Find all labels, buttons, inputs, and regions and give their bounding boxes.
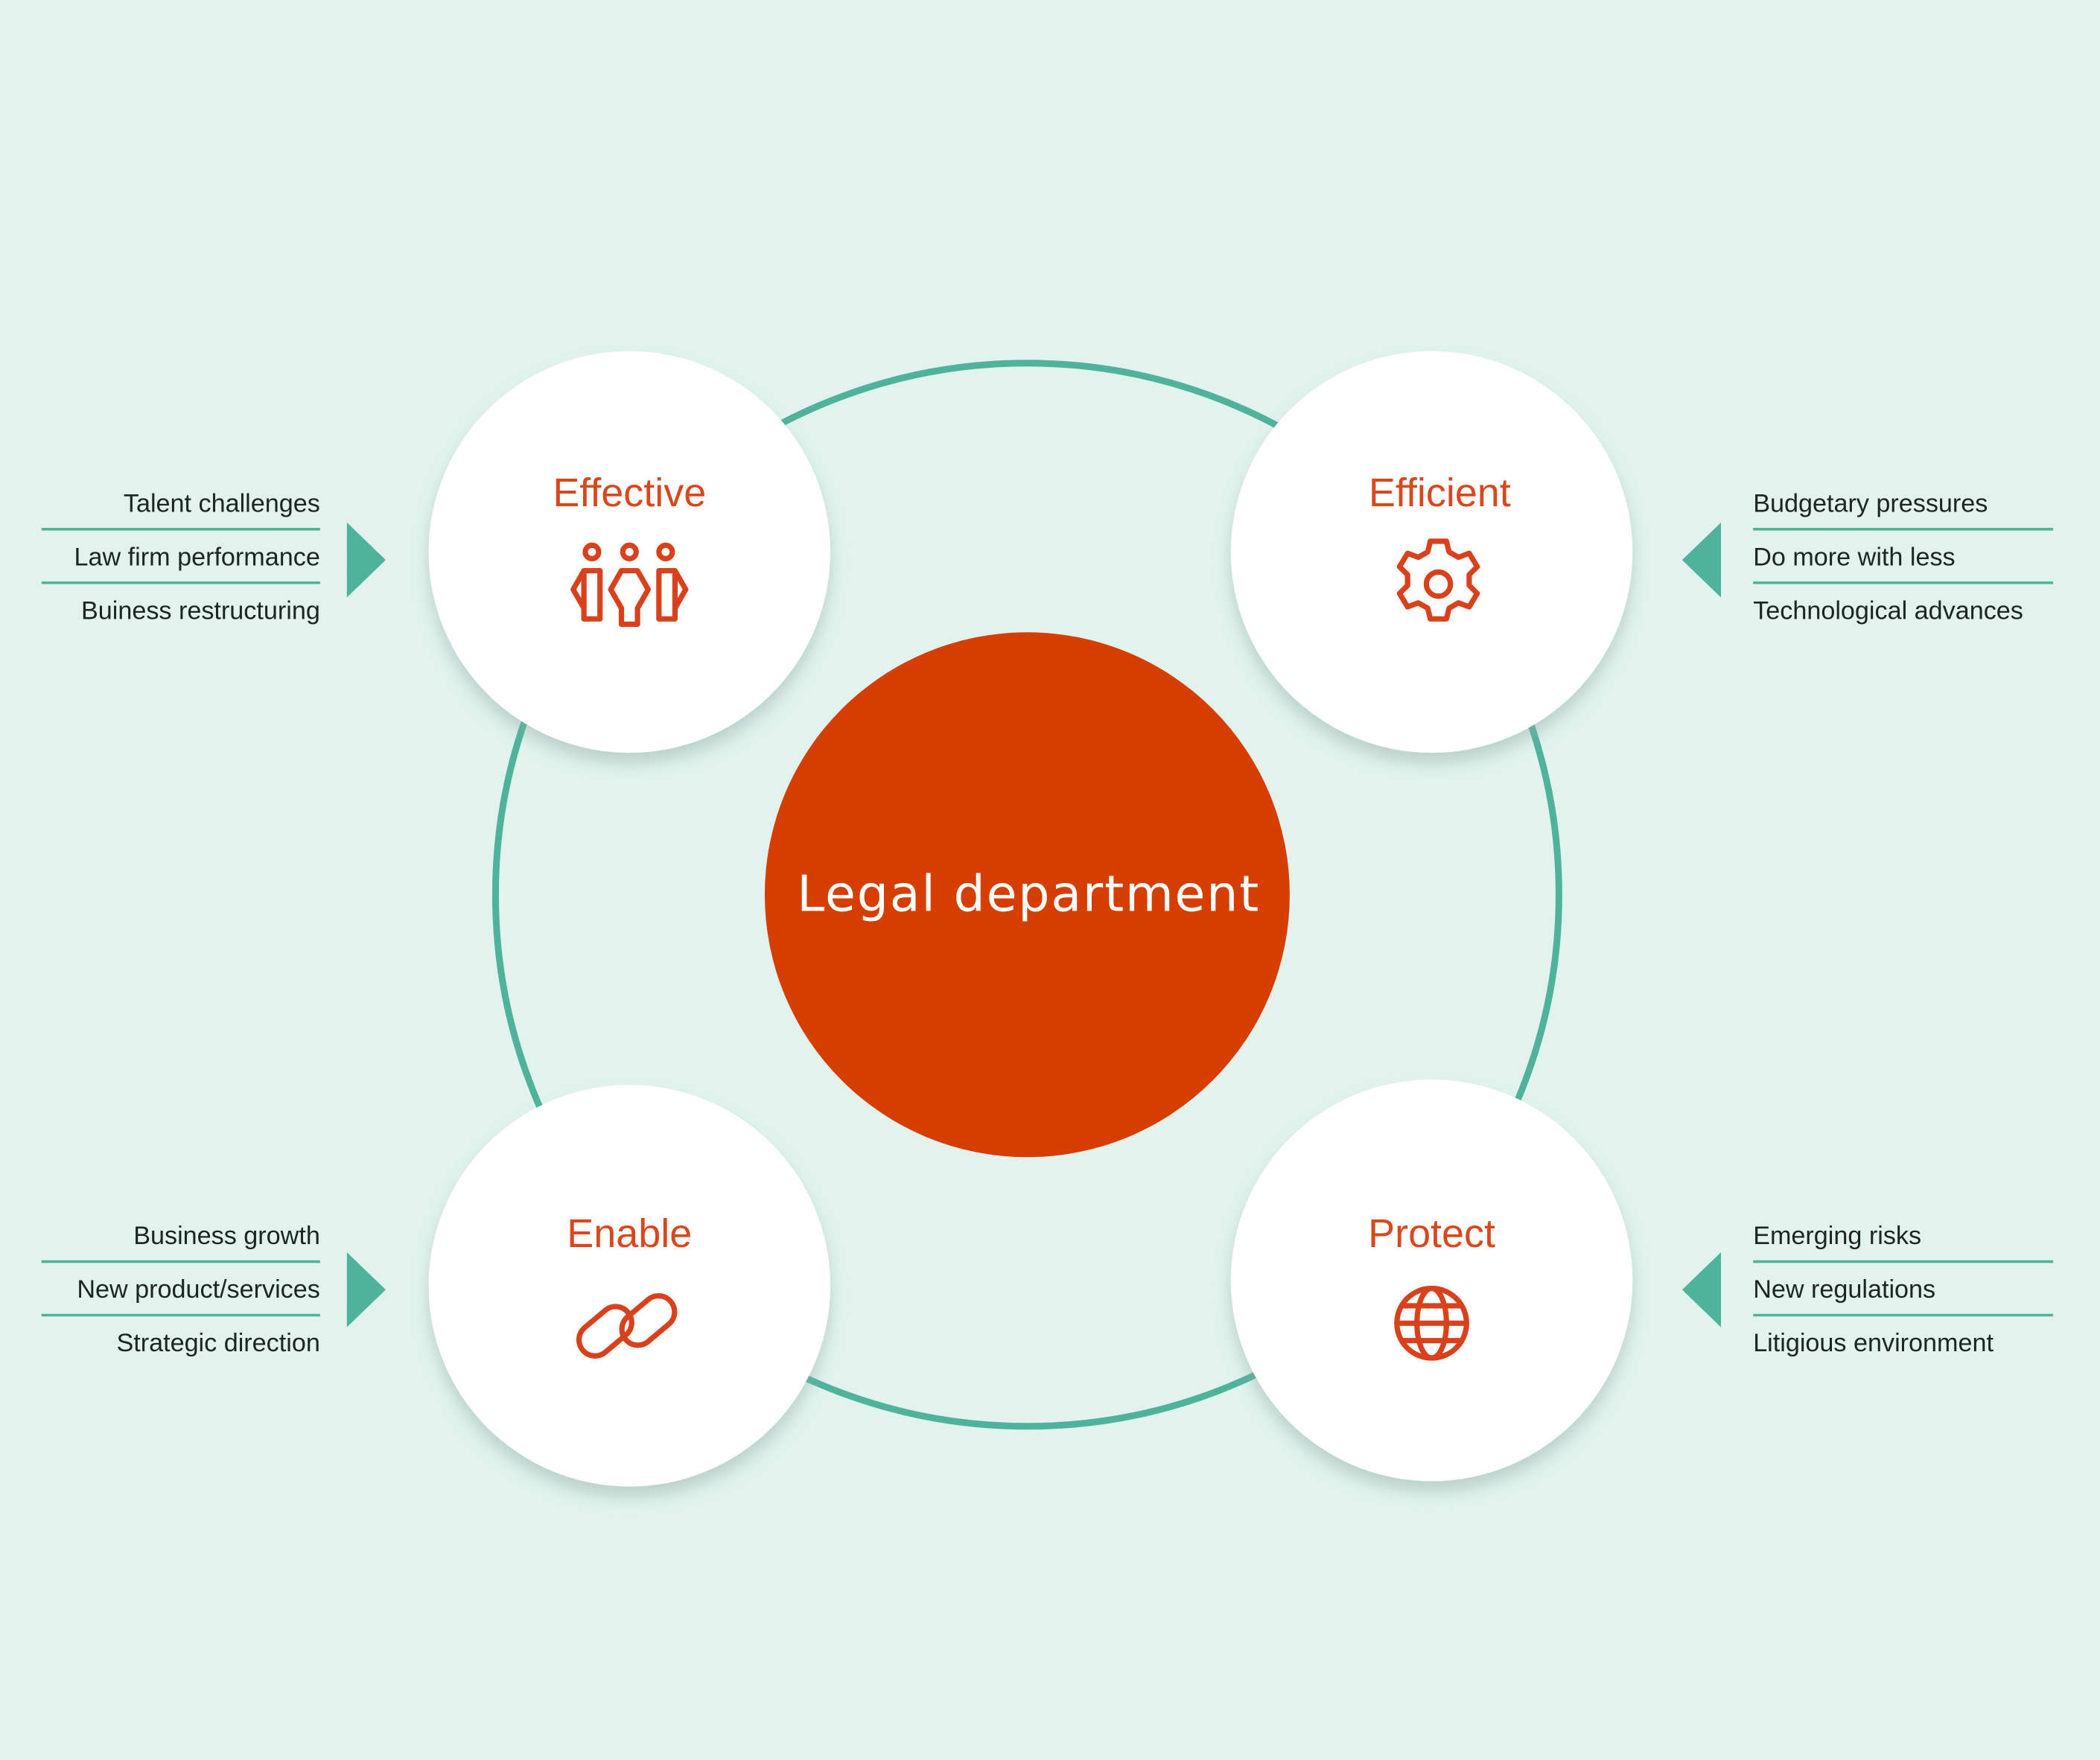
node-title: Efficient (1369, 471, 1511, 515)
center-label: Legal department (797, 864, 1260, 922)
driver-item: Law firm performance (74, 543, 320, 571)
node-protect: Protect (1230, 1079, 1633, 1482)
arrow-right-icon (346, 1252, 386, 1327)
driver-item: Litigious environment (1753, 1329, 1994, 1357)
arrow-left-icon (1681, 1252, 1722, 1327)
outer-ring (491, 360, 1562, 1430)
driver-list-effective: Talent challenges Law firm performance B… (41, 489, 386, 625)
arrow-right-icon (346, 522, 386, 598)
globe-icon (1394, 1285, 1469, 1361)
driver-item: Do more with less (1753, 543, 1955, 571)
people-icon (570, 542, 689, 628)
node-circle (428, 1085, 831, 1487)
driver-list-efficient: Budgetary pressures Do more with less Te… (1681, 489, 2054, 625)
node-circle (428, 351, 831, 753)
driver-item: Talent challenges (124, 489, 320, 517)
link-icon (576, 1292, 678, 1359)
driver-item: Buiness restructuring (81, 596, 320, 625)
node-title: Protect (1368, 1211, 1495, 1256)
driver-item: Budgetary pressures (1753, 489, 1988, 517)
driver-item: Business growth (133, 1222, 320, 1250)
driver-item: Technological advances (1753, 596, 2023, 625)
node-circle (1230, 351, 1633, 753)
gear-icon (1396, 538, 1480, 622)
driver-list-protect: Emerging risks New regulations Litigious… (1681, 1222, 2054, 1357)
driver-item: New regulations (1753, 1275, 1935, 1304)
node-effective: Effective (428, 351, 831, 753)
node-title: Effective (553, 471, 706, 515)
driver-item: Strategic direction (116, 1329, 319, 1357)
node-enable: Enable (428, 1085, 831, 1487)
node-circle (1230, 1079, 1633, 1482)
driver-item: New product/services (77, 1275, 320, 1304)
node-efficient: Efficient (1230, 351, 1633, 753)
arrow-left-icon (1681, 522, 1722, 598)
center-circle (764, 632, 1290, 1158)
driver-item: Emerging risks (1753, 1222, 1921, 1250)
node-title: Enable (567, 1211, 692, 1256)
driver-list-enable: Business growth New product/services Str… (41, 1222, 386, 1357)
